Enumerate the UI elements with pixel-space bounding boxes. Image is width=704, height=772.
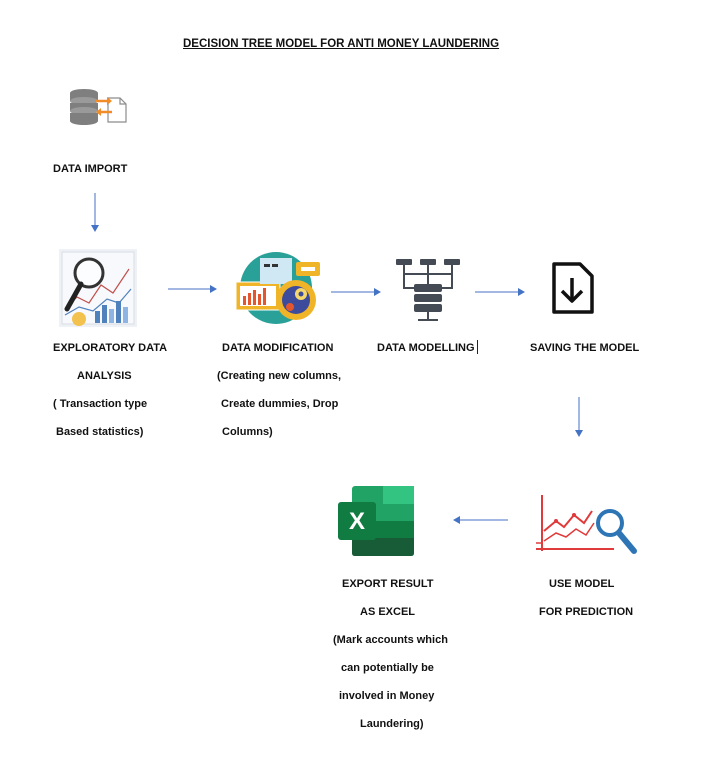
data-gear-icon bbox=[234, 252, 324, 324]
step-saving-label: SAVING THE MODEL bbox=[530, 342, 640, 354]
step-eda-label: EXPLORATORY DATA ANALYSIS ( Transaction … bbox=[53, 342, 168, 438]
text-cursor bbox=[477, 340, 478, 354]
step-modification-label: DATA MODIFICATION (Creating new columns,… bbox=[217, 342, 342, 438]
database-transfer-icon bbox=[68, 88, 128, 126]
magnifier-chart-icon bbox=[59, 249, 137, 327]
svg-text:X: X bbox=[349, 508, 365, 535]
step-import-label: DATA IMPORT bbox=[53, 163, 128, 175]
file-download-icon bbox=[550, 262, 594, 314]
diagram-title: DECISION TREE MODEL FOR ANTI MONEY LAUND… bbox=[183, 38, 500, 50]
excel-icon: X bbox=[338, 486, 414, 556]
step-export-label: EXPORT RESULT AS EXCEL (Mark accounts wh… bbox=[333, 578, 448, 730]
step-modelling-label: DATA MODELLING bbox=[377, 342, 475, 354]
chart-search-icon bbox=[534, 493, 640, 557]
server-tree-icon bbox=[396, 258, 460, 322]
step-predict-label: USE MODEL FOR PREDICTION bbox=[539, 578, 634, 618]
